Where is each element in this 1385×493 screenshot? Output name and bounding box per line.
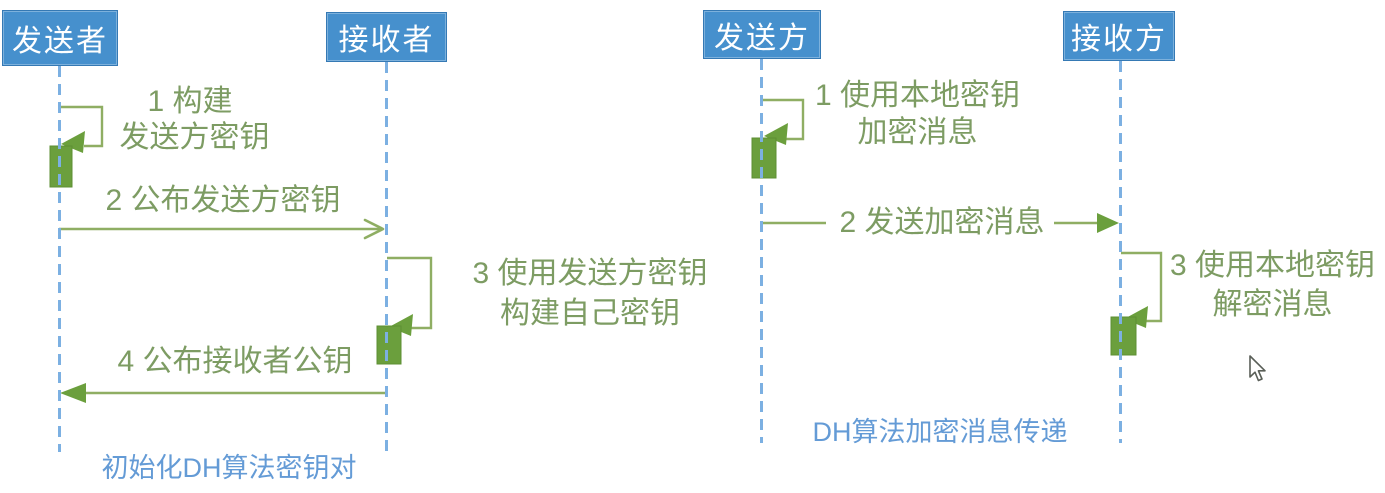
self-message-loop-1-right (762, 98, 805, 141)
actor-box-sender-right: 发送方 (703, 10, 821, 59)
self-message-loop-3-right (1121, 251, 1163, 323)
activation-bar-receiver-right (1110, 316, 1137, 356)
actor-label: 接收者 (338, 24, 435, 57)
message-label-1-line1-right: 1 使用本地密钥 (814, 79, 1021, 112)
message-label-3-line1-right: 3 使用本地密钥 (1169, 249, 1376, 282)
actor-box-receiver-right: 接收方 (1063, 11, 1175, 61)
message-label-1-line1-left: 1 构建 (147, 85, 233, 118)
message-label-3-line1-left: 3 使用发送方密钥 (472, 257, 708, 290)
message-label-2-left: 2 公布发送方密钥 (105, 184, 341, 217)
message-label-2-right: 2 发送加密消息 (839, 206, 1045, 239)
message-2-open-arrowhead-left (363, 218, 385, 240)
message-2-solid-arrowhead-right (1097, 213, 1119, 233)
message-label-1-line2-left: 发送方密钥 (119, 121, 270, 154)
caption-right-diagram: DH算法加密消息传递 (812, 417, 1068, 447)
activation-bar-receiver-left (376, 325, 402, 365)
lifeline-receiver-left (385, 62, 388, 452)
lifeline-sender-right (760, 59, 763, 443)
mouse-cursor-icon (1249, 355, 1266, 382)
actor-label: 发送方 (714, 21, 810, 55)
message-4-solid-arrowhead-left (60, 383, 86, 403)
actor-label: 接收方 (1071, 23, 1167, 56)
activation-bar-sender-left (49, 145, 73, 188)
lifeline-sender-left (58, 66, 61, 452)
message-label-1-line2-right: 加密消息 (857, 116, 978, 149)
message-label-4-left: 4 公布接收者公钥 (117, 345, 353, 378)
self-message-arrowhead-1-left (61, 131, 85, 153)
self-message-loop-1-left (59, 105, 104, 148)
self-message-loop-3-left (387, 256, 433, 330)
activation-bar-sender-right (751, 137, 777, 179)
message-label-3-line2-left: 构建自己密钥 (500, 297, 680, 330)
self-message-arrowhead-1-right (764, 123, 788, 145)
actor-label: 发送者 (12, 25, 108, 58)
actor-box-sender-left: 发送者 (2, 10, 118, 66)
self-message-arrowhead-3-left (389, 314, 413, 336)
caption-left-diagram: 初始化DH算法密钥对 (101, 453, 357, 483)
message-label-3-line2-right: 解密消息 (1212, 288, 1333, 321)
lifeline-receiver-right (1119, 61, 1122, 443)
actor-box-receiver-left: 接收者 (326, 12, 447, 62)
